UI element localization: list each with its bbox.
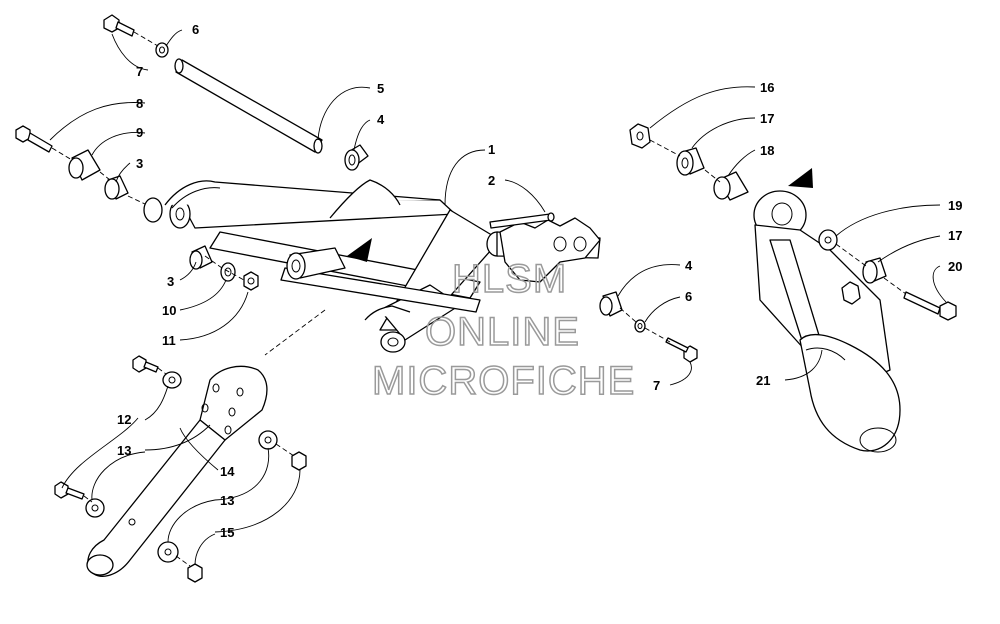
callout-21: 21 <box>756 373 770 388</box>
callout-17-lower: 17 <box>948 228 962 243</box>
bolt-20-icon <box>903 291 957 321</box>
bushing-3-lower-icon <box>189 245 213 270</box>
callout-11: 11 <box>162 333 176 348</box>
bolt-8-icon <box>15 125 53 153</box>
bushing-17-lower-icon <box>862 257 887 284</box>
callout-17-top: 17 <box>760 111 774 126</box>
spherical-bearing-19-icon <box>818 229 838 251</box>
callout-3-top: 3 <box>136 156 143 171</box>
callout-13-bottom: 13 <box>220 493 234 508</box>
callout-2: 2 <box>488 173 495 188</box>
bolt-12-icon <box>132 355 159 373</box>
washer-13-right-icon <box>258 430 278 450</box>
bushing-4-top-icon <box>344 144 369 171</box>
callout-3-lower: 3 <box>167 274 174 289</box>
callout-9: 9 <box>136 125 143 140</box>
callout-1: 1 <box>488 142 495 157</box>
watermark-line-2: ONLINE <box>425 310 580 354</box>
spacer-18-icon <box>713 171 749 201</box>
spacer-9-icon <box>68 149 101 181</box>
callout-18: 18 <box>760 143 774 158</box>
callout-15: 15 <box>220 525 234 540</box>
watermark: HLSM ONLINE MICROFICHE <box>371 256 635 404</box>
callout-20: 20 <box>948 259 962 274</box>
callout-8: 8 <box>136 96 143 111</box>
washer-10-icon <box>220 262 236 282</box>
pin-2-icon <box>489 212 555 229</box>
shaft-5-icon <box>174 58 323 154</box>
bushing-3-top-icon <box>104 175 129 200</box>
nut-15-bottom-icon <box>187 563 203 583</box>
washer-13-left-icon <box>85 498 105 518</box>
callout-13-top: 13 <box>117 443 131 458</box>
washer-13-top-icon <box>162 371 182 389</box>
bushing-17-top-icon <box>676 147 705 176</box>
limiter-strap-14-icon <box>86 365 268 577</box>
callout-7-top: 7 <box>136 64 143 79</box>
callout-4-right: 4 <box>685 258 693 273</box>
swing-arm-1-icon <box>143 179 601 353</box>
direction-arrow-icon <box>347 238 372 262</box>
nut-15-top-icon <box>291 451 307 471</box>
direction-arrow-shock-icon <box>788 168 813 188</box>
callout-16: 16 <box>760 80 774 95</box>
bolt-7-right-icon <box>665 337 698 363</box>
washer-6-right-icon <box>634 319 646 333</box>
nut-16-icon <box>629 123 651 149</box>
washer-6-top-icon <box>155 42 169 58</box>
bolt-12-lower-icon <box>54 481 85 500</box>
callout-19: 19 <box>948 198 962 213</box>
callout-4-top: 4 <box>377 112 385 127</box>
washer-13-bottom-icon <box>157 541 179 563</box>
callout-6-right: 6 <box>685 289 692 304</box>
shock-absorber-21-icon <box>753 190 901 453</box>
callout-7-right: 7 <box>653 378 660 393</box>
callout-12: 12 <box>117 412 131 427</box>
watermark-line-1: HLSM <box>452 257 567 301</box>
callout-6-top: 6 <box>192 22 199 37</box>
bolt-7-top-icon <box>103 14 135 37</box>
callout-10: 10 <box>162 303 176 318</box>
nut-11-icon <box>243 271 259 291</box>
callout-14: 14 <box>220 464 235 479</box>
watermark-line-3: MICROFICHE <box>372 359 635 403</box>
callout-5: 5 <box>377 81 384 96</box>
